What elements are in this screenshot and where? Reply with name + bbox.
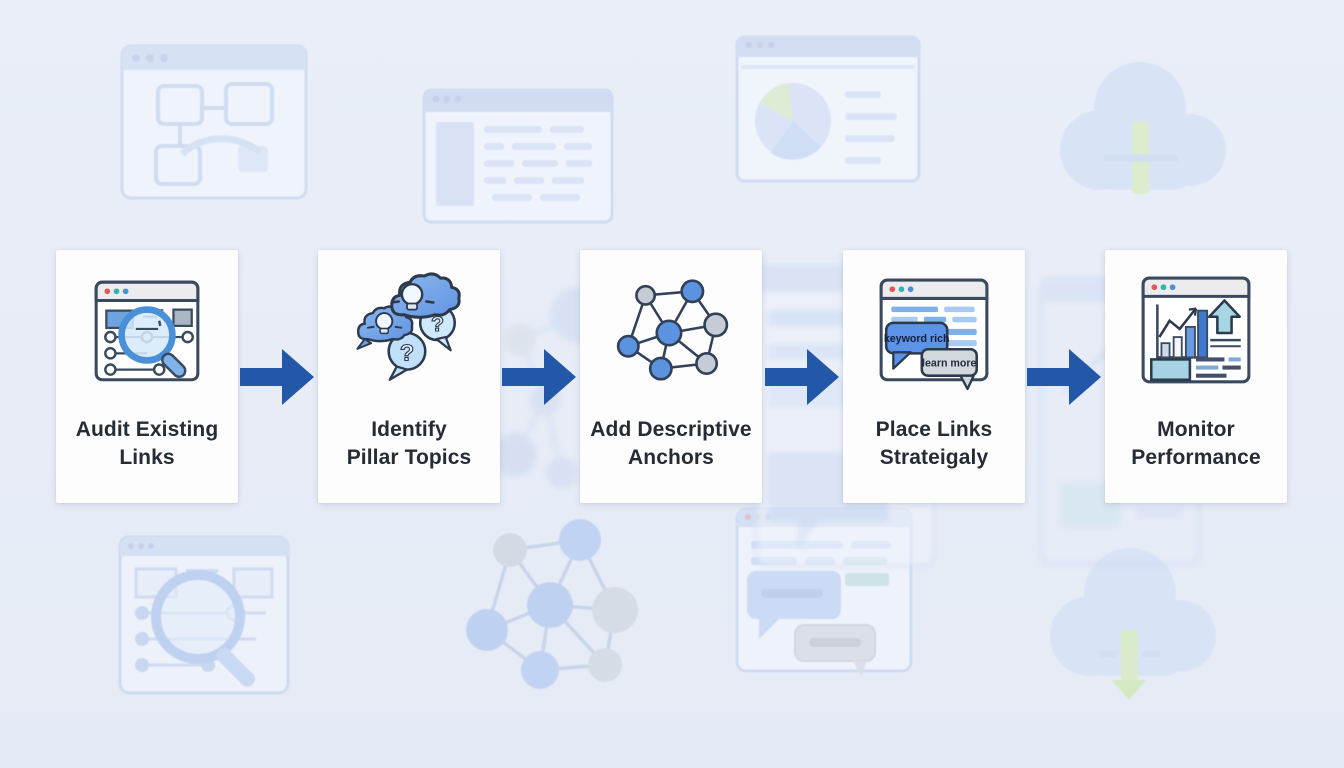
step-label-line1: Place Links xyxy=(875,418,993,441)
step-label: Monitor Performance xyxy=(1131,416,1261,472)
step-card-place-links-strategically: keyword rich learn more Place Links Stra… xyxy=(843,250,1025,503)
bg-cloud-upload-icon xyxy=(1060,62,1226,194)
bg-cloud-download-icon xyxy=(1050,548,1216,700)
step-label: Place Links Strateigaly xyxy=(876,416,993,472)
step-label: Add Descriptive Anchors xyxy=(590,416,751,472)
step-label-line1: Add Descriptive xyxy=(590,418,752,441)
step-card-monitor-performance: Monitor Performance xyxy=(1105,250,1287,503)
analytics-chart-browser-icon xyxy=(1141,276,1251,384)
step-label-line1: Identify xyxy=(371,418,447,441)
step-card-identify-pillar-topics: ? ? Identi xyxy=(318,250,500,503)
step-card-audit-existing-links: Audit Existing Links xyxy=(56,250,238,503)
bg-browser-flowchart-icon xyxy=(120,44,308,200)
step-card-add-descriptive-anchors: Add Descriptive Anchors xyxy=(580,250,762,503)
step-label-line2: Links xyxy=(119,446,175,469)
step-label-line1: Monitor xyxy=(1157,418,1235,441)
step-label-line2: Performance xyxy=(1131,446,1261,469)
step-label: Audit Existing Links xyxy=(76,416,219,472)
browser-link-bubbles-icon: keyword rich learn more xyxy=(879,278,989,391)
bubble-keyword-rich-label: keyword rich xyxy=(884,333,950,345)
bg-network-graph-icon xyxy=(466,519,638,689)
bg-browser-magnifier-icon xyxy=(118,535,290,695)
step-label: Identify Pillar Topics xyxy=(347,416,472,472)
browser-audit-magnifier-icon xyxy=(94,280,200,382)
bg-browser-list-icon xyxy=(422,88,614,224)
step-label-line2: Pillar Topics xyxy=(346,446,472,469)
network-graph-icon xyxy=(616,279,729,381)
step-label-line2: Strateigaly xyxy=(879,446,989,469)
svg-text:?: ? xyxy=(400,339,414,365)
flow-arrow-4 xyxy=(1027,349,1101,405)
flow-arrow-2 xyxy=(502,349,576,405)
svg-text:?: ? xyxy=(431,312,444,336)
thought-bubbles-lightbulb-icon: ? ? xyxy=(356,272,461,381)
flow-arrow-3 xyxy=(765,349,839,405)
step-label-line2: Anchors xyxy=(628,446,714,469)
flow-arrow-1 xyxy=(240,349,314,405)
bubble-learn-more-label: learn more xyxy=(922,358,977,370)
step-label-line1: Audit Existing xyxy=(75,418,219,441)
bg-browser-pie-chart-icon xyxy=(735,35,921,183)
